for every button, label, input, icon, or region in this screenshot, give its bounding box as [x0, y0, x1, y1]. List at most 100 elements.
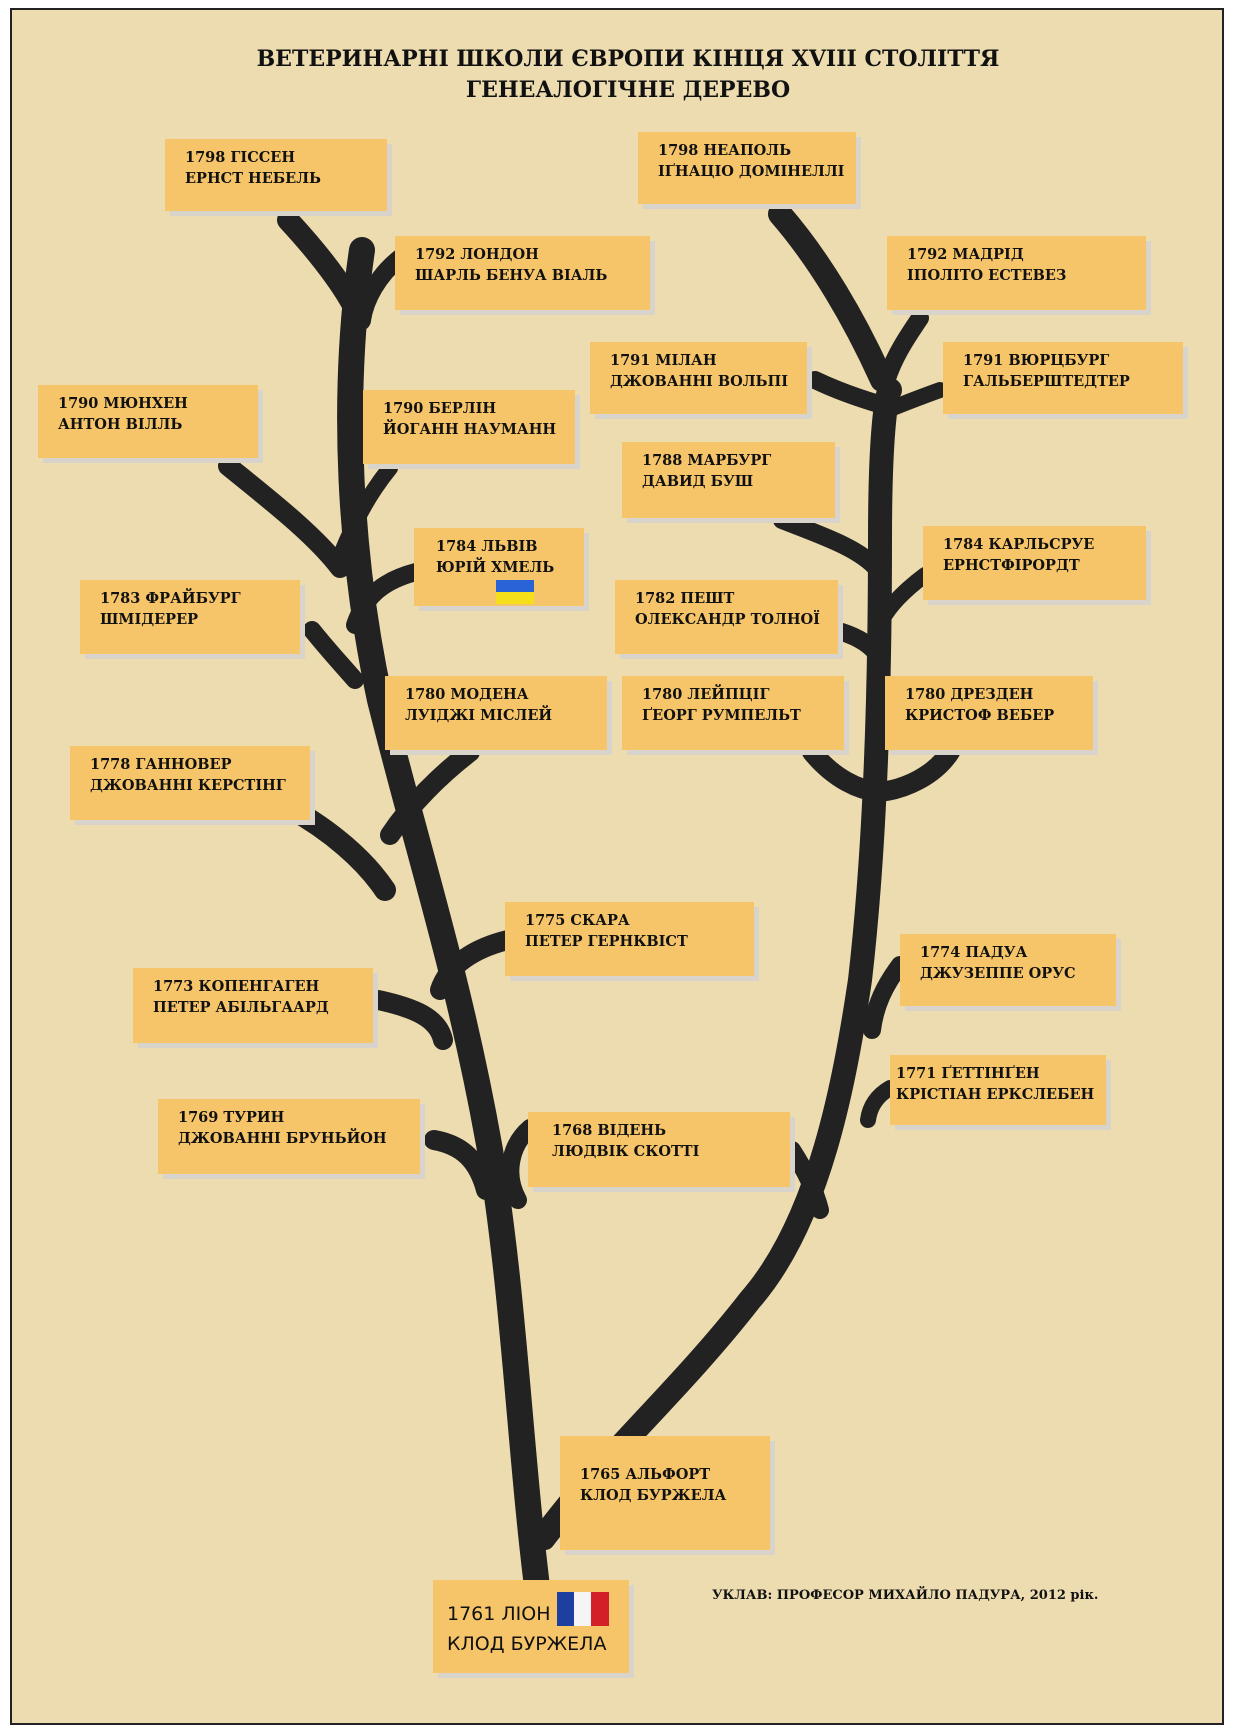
school-wurzburg: 1791 ВЮРЦБУРГ ГАЛЬБЕРШТЕДТЕР	[943, 342, 1183, 414]
branch-left-trunk	[337, 237, 553, 1623]
school-copenhagen-year-city: 1773 КОПЕНГАГЕН	[153, 978, 320, 995]
school-london-founder: ШАРЛЬ БЕНУА ВІАЛЬ	[415, 267, 608, 284]
branch-gottingen	[860, 1080, 898, 1128]
school-modena-year-city: 1780 МОДЕНА	[405, 686, 529, 703]
school-freiburg-year-city: 1783 ФРАЙБУРГ	[100, 590, 241, 607]
school-skara-founder: ПЕТЕР ГЕРНКВІСТ	[525, 933, 688, 950]
school-lviv-founder: ЮРІЙ ХМЕЛЬ	[436, 559, 555, 576]
school-giessen-founder: ЕРНСТ НЕБЕЛЬ	[185, 170, 322, 187]
school-madrid: 1792 МАДРІД ІПОЛІТО ЕСТЕВЕЗ	[887, 236, 1146, 310]
school-munich: 1790 МЮНХЕН АНТОН ВІЛЛЬ	[38, 385, 258, 458]
school-karlsruhe-year-city: 1784 КАРЛЬСРУЕ	[943, 536, 1095, 553]
school-freiburg: 1783 ФРАЙБУРГ ШМІДЕРЕР	[80, 580, 300, 654]
school-milan: 1791 МІЛАН ДЖОВАННІ ВОЛЬПІ	[590, 342, 807, 414]
school-copenhagen: 1773 КОПЕНГАГЕН ПЕТЕР АБІЛЬГААРД	[133, 968, 373, 1043]
school-lviv-year-city: 1784 ЛЬВІВ	[436, 538, 538, 555]
school-skara: 1775 СКАРА ПЕТЕР ГЕРНКВІСТ	[505, 902, 754, 976]
school-gottingen-founder: КРІСТІАН ЕРКСЛЕБЕН	[896, 1086, 1095, 1103]
branch-copenhagen	[368, 990, 453, 1050]
school-berlin: 1790 БЕРЛІН ЙОГАНН НАУМАНН	[363, 390, 575, 464]
school-dresden-founder: КРИСТОФ ВЕБЕР	[905, 707, 1055, 724]
school-gottingen-year-city: 1771 ҐЕТТІНҐЕН	[896, 1065, 1040, 1082]
school-milan-year-city: 1791 МІЛАН	[610, 352, 717, 369]
branch-madrid	[876, 309, 929, 394]
school-leipzig: 1780 ЛЕЙПЦІГ ҐЕОРГ РУМПЕЛЬТ	[622, 676, 844, 750]
school-alfort-founder: КЛОД БУРЖЕЛА	[580, 1487, 727, 1504]
school-modena-founder: ЛУІДЖІ МІСЛЕЙ	[405, 707, 553, 724]
title-line-2: ГЕНЕАЛОГІЧНЕ ДЕРЕВО	[465, 77, 791, 103]
branch-munich	[218, 456, 350, 578]
school-milan-founder: ДЖОВАННІ ВОЛЬПІ	[610, 373, 788, 390]
branch-vienna-right	[783, 1141, 829, 1219]
school-munich-year-city: 1790 МЮНХЕН	[58, 395, 188, 412]
author-credit: УКЛАВ: ПРОФЕСОР МИХАЙЛО ПАДУРА, 2012 рік…	[712, 1588, 1099, 1603]
school-turin: 1769 ТУРИН ДЖОВАННІ БРУНЬЙОН	[158, 1099, 420, 1174]
school-modena: 1780 МОДЕНА ЛУІДЖІ МІСЛЕЙ	[385, 676, 607, 750]
branch-milan	[806, 371, 891, 414]
school-turin-year-city: 1769 ТУРИН	[178, 1109, 285, 1126]
school-munich-founder: АНТОН ВІЛЛЬ	[58, 416, 183, 433]
school-dresden-year-city: 1780 ДРЕЗДЕН	[905, 686, 1034, 703]
school-madrid-founder: ІПОЛІТО ЕСТЕВЕЗ	[907, 267, 1067, 284]
school-pest: 1782 ПЕШТ ОЛЕКСАНДР ТОЛНОЇ	[615, 580, 838, 654]
school-karlsruhe: 1784 КАРЛЬСРУЕ ЕРНСТФІРОРДТ	[923, 526, 1146, 600]
school-wurzburg-founder: ГАЛЬБЕРШТЕДТЕР	[963, 373, 1130, 390]
school-vienna-year-city: 1768 ВІДЕНЬ	[552, 1122, 667, 1139]
school-copenhagen-founder: ПЕТЕР АБІЛЬГААРД	[153, 999, 329, 1016]
school-madrid-year-city: 1792 МАДРІД	[907, 246, 1024, 263]
school-lyon-founder: КЛОД БУРЖЕЛА	[447, 1633, 607, 1655]
france-flag-icon	[556, 1592, 609, 1626]
branch-leipzig-dresden	[802, 742, 960, 802]
branch-naples	[768, 202, 894, 392]
school-naples-year-city: 1798 НЕАПОЛЬ	[658, 142, 792, 159]
school-padua: 1774 ПАДУА ДЖУЗЕППЕ ОРУС	[900, 934, 1116, 1006]
school-freiburg-founder: ШМІДЕРЕР	[100, 611, 199, 628]
branch-modena	[380, 742, 480, 845]
branch-alfort-trunk	[533, 378, 902, 1547]
branch-turin	[424, 1130, 496, 1200]
school-berlin-year-city: 1790 БЕРЛІН	[383, 400, 497, 417]
branch-hannover	[279, 797, 396, 901]
school-lviv: 1784 ЛЬВІВ ЮРІЙ ХМЕЛЬ	[414, 528, 584, 606]
school-london: 1792 ЛОНДОН ШАРЛЬ БЕНУА ВІАЛЬ	[395, 236, 650, 310]
school-skara-year-city: 1775 СКАРА	[525, 912, 630, 929]
school-lyon: 1761 ЛІОН КЛОД БУРЖЕЛА	[433, 1580, 629, 1673]
branch-padua	[863, 956, 909, 1039]
school-marburg-founder: ДАВИД БУШ	[642, 473, 754, 490]
school-vienna-founder: ЛЮДВІК СКОТТІ	[552, 1143, 700, 1160]
school-hannover-year-city: 1778 ГАННОВЕР	[90, 756, 232, 773]
branch-wurzburg	[880, 382, 948, 418]
school-alfort-year-city: 1765 АЛЬФОРТ	[580, 1466, 711, 1483]
school-leipzig-founder: ҐЕОРГ РУМПЕЛЬТ	[642, 707, 801, 724]
school-leipzig-year-city: 1780 ЛЕЙПЦІГ	[642, 686, 770, 703]
branch-freiburg	[303, 621, 364, 689]
school-berlin-founder: ЙОГАНН НАУМАНН	[383, 421, 557, 438]
school-pest-founder: ОЛЕКСАНДР ТОЛНОЇ	[635, 611, 820, 628]
school-naples-founder: ІҐНАЦІО ДОМІНЕЛЛІ	[658, 163, 845, 180]
branch-pest	[833, 623, 887, 664]
school-karlsruhe-founder: ЕРНСТФІРОРДТ	[943, 557, 1080, 574]
school-hannover: 1778 ГАННОВЕР ДЖОВАННІ КЕРСТІНГ	[70, 746, 310, 820]
school-padua-founder: ДЖУЗЕППЕ ОРУС	[920, 965, 1076, 982]
branch-karlsruhe	[874, 567, 933, 628]
school-turin-founder: ДЖОВАННІ БРУНЬЙОН	[178, 1130, 387, 1147]
school-marburg-year-city: 1788 МАРБУРГ	[642, 452, 772, 469]
school-padua-year-city: 1774 ПАДУА	[920, 944, 1028, 961]
school-alfort: 1765 АЛЬФОРТ КЛОД БУРЖЕЛА	[560, 1436, 770, 1550]
branch-vienna	[501, 1119, 539, 1209]
branch-lviv	[346, 563, 425, 634]
school-giessen: 1798 ГІССЕН ЕРНСТ НЕБЕЛЬ	[165, 139, 387, 211]
school-vienna: 1768 ВІДЕНЬ ЛЮДВІК СКОТТІ	[528, 1112, 790, 1187]
school-dresden: 1780 ДРЕЗДЕН КРИСТОФ ВЕБЕР	[885, 676, 1093, 750]
page-title: ВЕТЕРИНАРНІ ШКОЛИ ЄВРОПИ КІНЦЯ XVIII СТО…	[0, 44, 1236, 106]
school-pest-year-city: 1782 ПЕШТ	[635, 590, 735, 607]
school-naples: 1798 НЕАПОЛЬ ІҐНАЦІО ДОМІНЕЛЛІ	[638, 132, 856, 204]
branch-skara	[430, 930, 518, 1000]
school-gottingen: 1771 ҐЕТТІНҐЕН КРІСТІАН ЕРКСЛЕБЕН	[890, 1055, 1106, 1125]
school-giessen-year-city: 1798 ГІССЕН	[185, 149, 296, 166]
school-london-year-city: 1792 ЛОНДОН	[415, 246, 539, 263]
title-line-1: ВЕТЕРИНАРНІ ШКОЛИ ЄВРОПИ КІНЦЯ XVIII СТО…	[256, 46, 1000, 72]
school-marburg: 1788 МАРБУРГ ДАВИД БУШ	[622, 442, 835, 518]
ukraine-flag-icon	[496, 580, 534, 604]
